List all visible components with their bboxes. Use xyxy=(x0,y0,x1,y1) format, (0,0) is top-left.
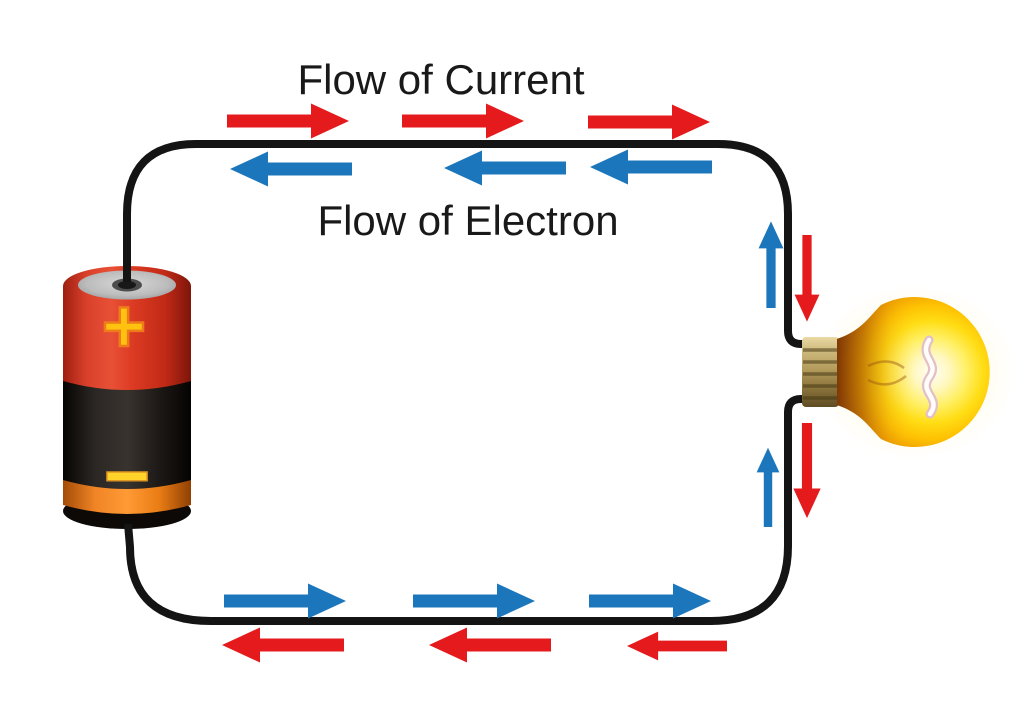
bulb-base xyxy=(802,337,839,407)
battery-terminal-hole-center xyxy=(118,281,136,289)
current-arrow xyxy=(429,627,551,663)
electron-arrow xyxy=(756,447,780,527)
battery-red-section xyxy=(63,286,191,390)
current-arrow xyxy=(793,423,821,519)
current-arrow xyxy=(402,103,524,139)
electron-arrow xyxy=(413,583,535,619)
bulb-filament-supports xyxy=(867,360,907,386)
battery-black-section xyxy=(63,380,191,489)
wire-upper xyxy=(123,140,814,348)
bulb-neck-shade xyxy=(837,297,990,447)
electron-flow-label: Flow of Electron xyxy=(317,197,618,244)
current-arrow xyxy=(588,104,710,140)
light-bulb xyxy=(802,284,1017,460)
current-arrow xyxy=(794,235,820,322)
battery: + − xyxy=(63,266,191,529)
battery-minus-symbol: − xyxy=(104,431,151,520)
current-flow-label: Flow of Current xyxy=(297,56,584,103)
electron-arrow xyxy=(230,151,352,187)
electron-arrow xyxy=(224,583,346,619)
electron-arrow xyxy=(758,221,784,308)
current-arrow xyxy=(227,103,349,139)
battery-plus-symbol: + xyxy=(102,284,146,369)
electron-arrow xyxy=(590,149,712,185)
bulb-base-threads xyxy=(803,348,838,400)
battery-orange-band xyxy=(63,479,191,514)
current-arrows xyxy=(222,103,821,663)
wire-lower xyxy=(124,395,814,625)
current-arrow xyxy=(222,627,344,663)
bulb-filament xyxy=(923,337,936,417)
electron-arrow xyxy=(444,150,566,186)
current-arrow xyxy=(626,631,727,661)
electron-arrow xyxy=(589,583,711,619)
